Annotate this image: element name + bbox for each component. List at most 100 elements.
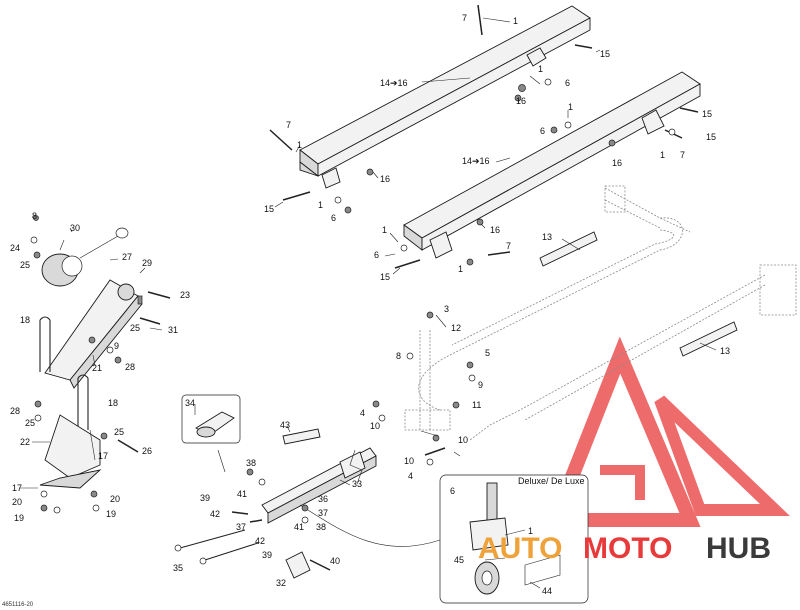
callout-16: 16 — [490, 225, 500, 235]
callout-23: 23 — [180, 290, 190, 300]
bunk-bracket — [321, 167, 341, 189]
callout-38: 38 — [246, 458, 256, 468]
callout-41: 41 — [294, 522, 304, 532]
callout-7: 7 — [680, 150, 685, 160]
deluxe-inset — [439, 474, 589, 604]
callout-1: 1 — [528, 526, 533, 536]
callout-7: 7 — [286, 120, 291, 130]
callout-26: 26 — [142, 446, 152, 456]
safety-chains — [174, 529, 259, 565]
coupler-inset — [181, 394, 241, 444]
callout-1: 1 — [513, 16, 518, 26]
document-id: 4651116-20 — [2, 602, 34, 608]
bunk-board-upper — [299, 5, 591, 177]
callout-16: 16 — [380, 174, 390, 184]
callout-10: 10 — [458, 435, 468, 445]
callout-39: 39 — [262, 550, 272, 560]
decal-43 — [282, 428, 321, 445]
callout-37: 37 — [236, 522, 246, 532]
callout-36: 36 — [318, 494, 328, 504]
callout-41: 41 — [237, 489, 247, 499]
callout-24: 24 — [10, 243, 20, 253]
callout-14-16: 14➔16 — [462, 156, 490, 166]
callout-38: 38 — [316, 522, 326, 532]
callout-6: 6 — [331, 213, 336, 223]
bunk-bracket — [429, 231, 453, 259]
callout-30: 30 — [70, 223, 80, 233]
callout-6: 6 — [540, 126, 545, 136]
callout-8: 8 — [32, 211, 37, 221]
callout-16: 16 — [516, 96, 526, 106]
callout-3: 3 — [444, 304, 449, 314]
decal-strip — [679, 321, 738, 357]
callout-1: 1 — [297, 140, 302, 150]
callout-13: 13 — [542, 232, 552, 242]
callout-35: 35 — [173, 563, 183, 573]
callout-6: 6 — [450, 486, 455, 496]
callout-1: 1 — [458, 264, 463, 274]
callout-10: 10 — [370, 421, 380, 431]
callout-12: 12 — [451, 323, 461, 333]
leader-lines — [20, 17, 717, 589]
callout-44: 44 — [542, 586, 552, 596]
callout-15: 15 — [702, 109, 712, 119]
u-bolt-18 — [39, 316, 89, 430]
watermark-auto: AUTO — [478, 532, 562, 565]
callout-15: 15 — [380, 272, 390, 282]
callout-42: 42 — [255, 536, 265, 546]
callout-15: 15 — [600, 49, 610, 59]
callout-25: 25 — [114, 427, 124, 437]
callout-31: 31 — [168, 325, 178, 335]
decal-strip — [539, 231, 598, 267]
callout-33: 33 — [352, 479, 362, 489]
callout-32: 32 — [276, 578, 286, 588]
callout-39: 39 — [200, 493, 210, 503]
callout-25: 25 — [25, 418, 35, 428]
callout-37: 37 — [318, 508, 328, 518]
callout-45: 45 — [454, 555, 464, 565]
callout-15: 15 — [706, 132, 716, 142]
callout-28: 28 — [125, 362, 135, 372]
callout-17: 17 — [98, 451, 108, 461]
watermark-hub: HUB — [706, 532, 771, 565]
callout-4: 4 — [408, 471, 413, 481]
callout-4: 4 — [360, 408, 365, 418]
callout-1: 1 — [318, 200, 323, 210]
trailer-frame-outline — [404, 185, 797, 441]
bunk-board-lower — [403, 71, 701, 251]
hardware-bolts — [117, 4, 699, 571]
winch-bracket-22 — [39, 414, 102, 489]
callout-5: 5 — [485, 348, 490, 358]
callout-10: 10 — [404, 456, 414, 466]
callout-9: 9 — [478, 380, 483, 390]
callout-42: 42 — [210, 509, 220, 519]
callout-8: 8 — [396, 351, 401, 361]
callout-1: 1 — [538, 64, 543, 74]
inset-pointer — [299, 504, 441, 547]
callouts: 7 1 15 1 6 14➔16 16 1 15 7 6 1 15 1 7 14… — [10, 13, 730, 596]
callout-1: 1 — [568, 102, 573, 112]
callout-21: 21 — [92, 363, 102, 373]
trailer-tongue — [261, 447, 377, 524]
callout-19: 19 — [106, 509, 116, 519]
callout-18: 18 — [20, 315, 30, 325]
callout-6: 6 — [374, 250, 379, 260]
clip-32 — [285, 551, 311, 579]
callout-1: 1 — [660, 150, 665, 160]
watermark-text: AUTO MOTO HUB — [478, 532, 771, 565]
callout-17: 17 — [12, 483, 22, 493]
callout-14-16: 14➔16 — [380, 78, 408, 88]
callout-16: 16 — [612, 158, 622, 168]
callout-43: 43 — [280, 420, 290, 430]
winch-stand — [41, 227, 143, 389]
callout-7: 7 — [462, 13, 467, 23]
callout-29: 29 — [142, 258, 152, 268]
bunk-bracket — [526, 47, 547, 67]
callout-28: 28 — [10, 406, 20, 416]
inset-title: Deluxe/ De Luxe — [518, 476, 585, 486]
callout-9: 9 — [114, 341, 119, 351]
callout-13: 13 — [720, 346, 730, 356]
callout-19: 19 — [14, 513, 24, 523]
hardware-nuts — [30, 78, 676, 524]
